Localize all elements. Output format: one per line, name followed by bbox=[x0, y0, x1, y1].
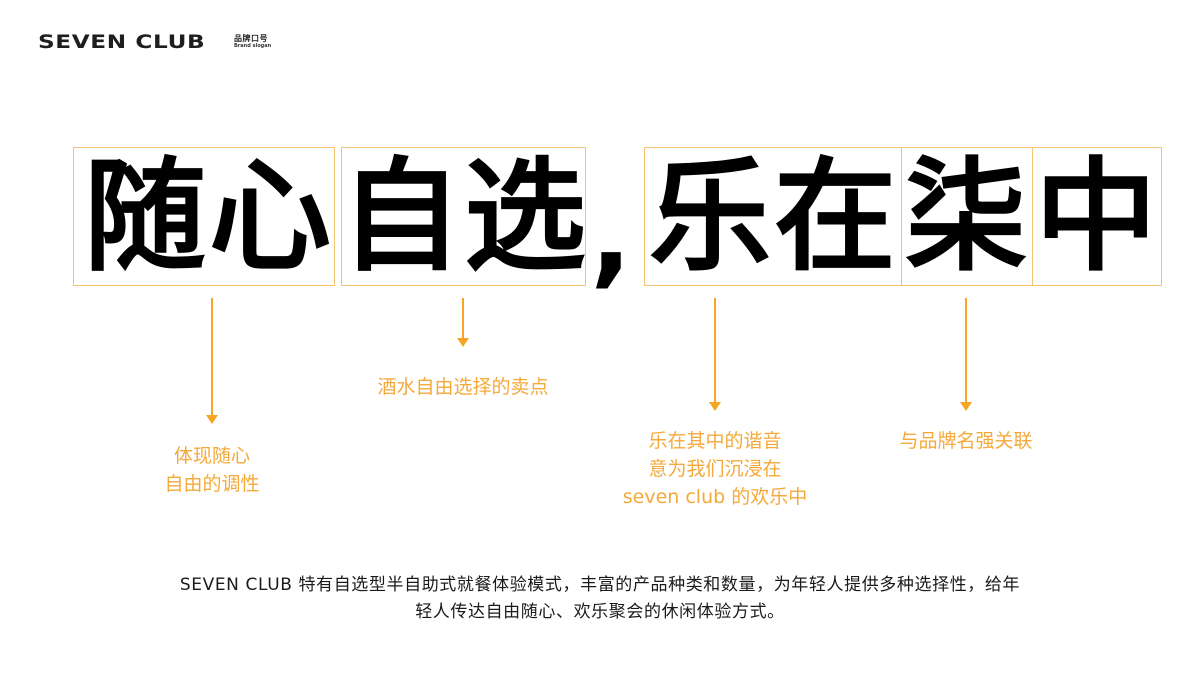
annotation-lezaiqizhong: 乐在其中的谐音 意为我们沉浸在 seven club 的欢乐中 bbox=[623, 427, 807, 511]
arrow-down-icon bbox=[457, 298, 469, 348]
description-line-2: 轻人传达自由随心、欢乐聚会的休闲体验方式。 bbox=[415, 602, 785, 622]
headline-char-sui: 随 bbox=[84, 145, 206, 288]
annotation-zixuan: 酒水自由选择的卖点 bbox=[377, 373, 548, 401]
headline-char-zhong: 中 bbox=[1035, 145, 1157, 288]
arrow-down-icon bbox=[960, 298, 972, 412]
logo-subtitle-en: Brand slogan bbox=[234, 43, 272, 49]
annotation-line: 意为我们沉浸在 bbox=[648, 458, 782, 480]
headline-char-qi: 柒 bbox=[905, 145, 1027, 288]
logo-wordmark: SEVEN CLUB bbox=[38, 30, 206, 53]
annotation-line: 酒水自由选择的卖点 bbox=[377, 376, 549, 398]
box-zixuan bbox=[341, 147, 586, 286]
logo-subtitle: 品牌口号 Brand slogan bbox=[234, 35, 271, 49]
headline-char-xin: 心 bbox=[209, 145, 331, 288]
headline-char-xuan: 选 bbox=[464, 145, 586, 288]
arrow-down-icon bbox=[206, 298, 218, 426]
brand-description: SEVEN CLUB 特有自选型半自助式就餐体验模式，丰富的产品种类和数量，为年… bbox=[0, 572, 1200, 626]
headline-char-zai: 在 bbox=[774, 145, 896, 288]
description-line-1: SEVEN CLUB 特有自选型半自助式就餐体验模式，丰富的产品种类和数量，为年… bbox=[179, 575, 1021, 595]
headline-char-zi: 自 bbox=[340, 145, 462, 288]
annotation-line: seven club 的欢乐中 bbox=[622, 486, 808, 508]
annotation-line: 体现随心 bbox=[173, 445, 251, 467]
annotation-qi: 与品牌名强关联 bbox=[899, 427, 1032, 455]
box-qi bbox=[901, 147, 1033, 286]
annotation-line: 与品牌名强关联 bbox=[899, 430, 1033, 452]
logo-subtitle-cn: 品牌口号 bbox=[234, 34, 268, 43]
brand-logo: SEVEN CLUB 品牌口号 Brand slogan bbox=[38, 31, 271, 53]
annotation-line: 乐在其中的谐音 bbox=[648, 430, 782, 452]
arrow-down-icon bbox=[709, 298, 721, 412]
headline-comma: , bbox=[590, 171, 632, 299]
headline-char-le: 乐 bbox=[649, 145, 771, 288]
box-suixin bbox=[73, 147, 335, 286]
annotation-suixin: 体现随心 自由的调性 bbox=[164, 442, 259, 498]
annotation-line: 自由的调性 bbox=[164, 473, 260, 495]
